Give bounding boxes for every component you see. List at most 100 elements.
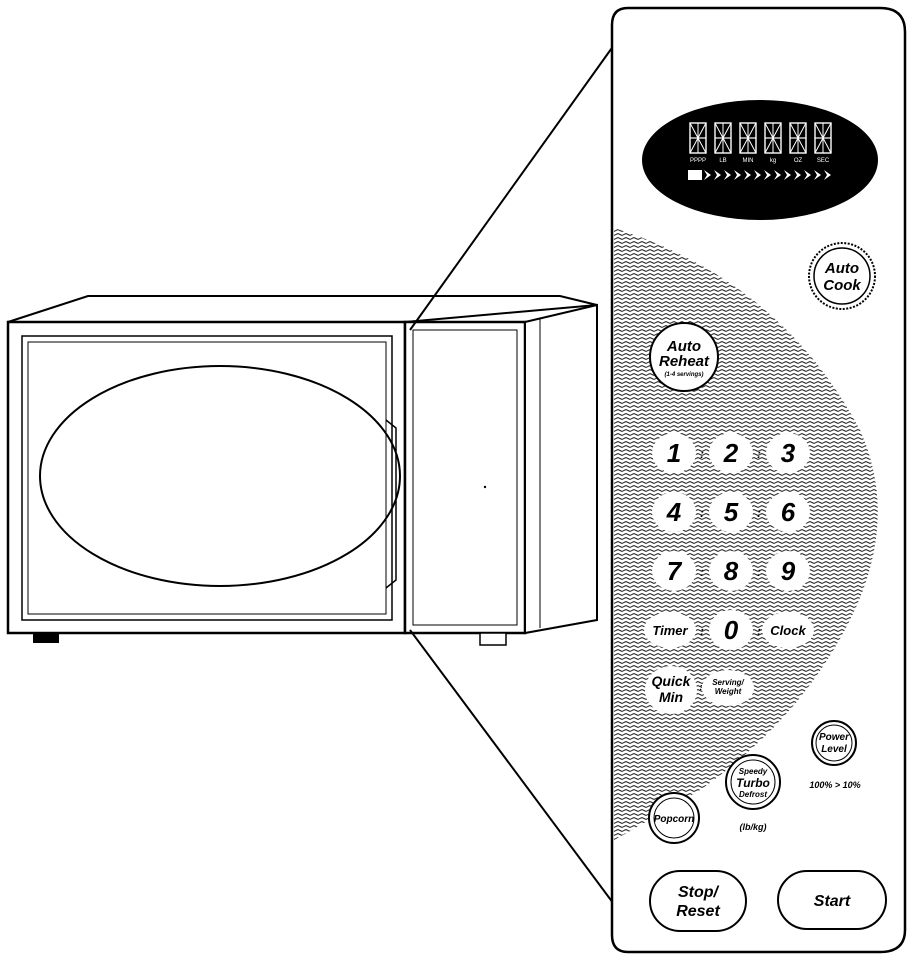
digit-4-button[interactable]: 4 — [652, 492, 696, 532]
digit-8-button[interactable]: 8 — [709, 551, 753, 591]
lcd-digit-cell — [764, 122, 782, 154]
digit-label: 3 — [781, 438, 796, 468]
auto-cook-button[interactable]: Auto Cook — [808, 242, 876, 310]
defrost-label: Turbo — [736, 776, 770, 790]
oven-front — [6, 320, 407, 635]
digit-3-button[interactable]: 3 — [766, 433, 810, 473]
digit-5-button[interactable]: 5 — [709, 492, 753, 532]
control-panel: PPPP LB MIN kg OZ SEC Auto Cook Auto Reheat (… — [610, 6, 907, 954]
lcd-digit-cell — [689, 122, 707, 154]
digit-label: 9 — [781, 556, 796, 586]
microwave-oven — [6, 295, 598, 646]
progress-arrow — [824, 170, 831, 180]
key-separator: : — [757, 447, 761, 461]
zoom-line — [409, 44, 615, 331]
timer-button[interactable]: Timer — [644, 612, 696, 648]
stop-reset-button[interactable]: Stop/ Reset — [649, 870, 747, 932]
auto-reheat-sublabel: (1-4 servings) — [664, 372, 703, 378]
progress-arrow — [724, 170, 731, 180]
defrost-label: Defrost — [739, 790, 767, 799]
clock-label: Clock — [770, 623, 806, 638]
lcd-digit-cell — [714, 122, 732, 154]
digit-label: 6 — [781, 497, 796, 527]
power-range-label: 100% > 10% — [809, 780, 860, 790]
key-separator: : — [757, 506, 761, 520]
serving-weight-label: Weight — [715, 687, 742, 696]
lcd-digit-cell — [814, 122, 832, 154]
auto-reheat-label: Auto — [666, 338, 701, 355]
power-level-label: Level — [821, 744, 847, 755]
digit-6-button[interactable]: 6 — [766, 492, 810, 532]
key-separator: : — [700, 447, 704, 461]
lcd-display: PPPP LB MIN kg OZ SEC — [642, 100, 878, 220]
progress-arrow — [734, 170, 741, 180]
oven-top — [7, 295, 598, 323]
power-level-button[interactable]: Power Level — [811, 720, 857, 766]
door-handle — [385, 419, 397, 589]
start-button[interactable]: Start — [777, 870, 887, 930]
oven-side — [524, 303, 598, 635]
oven-window — [39, 365, 401, 587]
key-separator: : — [757, 624, 761, 638]
display-digits — [689, 122, 832, 154]
digit-label: 0 — [724, 615, 739, 645]
key-separator: : — [757, 565, 761, 579]
display-progress-arrows — [688, 170, 831, 180]
auto-reheat-button[interactable]: Auto Reheat (1-4 servings) — [649, 322, 719, 392]
lcd-digit-cell — [739, 122, 757, 154]
progress-arrow — [814, 170, 821, 180]
quick-min-button[interactable]: Quick Min — [645, 666, 697, 714]
quick-min-label: Quick — [652, 673, 692, 689]
digit-label: 8 — [724, 556, 739, 586]
stop-reset-label: Stop/ — [678, 884, 720, 901]
digit-label: 7 — [667, 556, 683, 586]
display-unit-label: LB — [719, 158, 726, 164]
digit-label: 2 — [723, 438, 739, 468]
popcorn-button[interactable]: Popcorn — [648, 792, 700, 844]
digit-label: 4 — [666, 497, 682, 527]
clock-button[interactable]: Clock — [762, 612, 814, 648]
digit-label: 5 — [724, 497, 739, 527]
digit-1-button[interactable]: 1 — [652, 433, 696, 473]
popcorn-label: Popcorn — [654, 814, 695, 825]
display-unit-label: OZ — [794, 158, 803, 164]
defrost-button[interactable]: Speedy Turbo Defrost — [725, 754, 781, 810]
key-separator: : — [700, 506, 704, 520]
power-level-label: Power — [819, 732, 850, 743]
digit-9-button[interactable]: 9 — [766, 551, 810, 591]
progress-arrow — [744, 170, 751, 180]
display-unit-label: MIN — [743, 158, 754, 164]
defrost-label: Speedy — [739, 767, 768, 776]
key-separator: : — [700, 682, 703, 692]
display-unit-label: PPPP — [690, 158, 706, 164]
progress-arrow — [704, 170, 711, 180]
display-unit-label: kg — [770, 158, 776, 164]
progress-arrow — [774, 170, 781, 180]
start-label: Start — [814, 893, 851, 910]
progress-arrow — [784, 170, 791, 180]
lcd-digit-cell — [789, 122, 807, 154]
display-unit-labels: PPPP LB MIN kg OZ SEC — [690, 158, 830, 164]
digit-0-button[interactable]: 0 — [709, 610, 753, 650]
progress-arrow — [714, 170, 721, 180]
progress-arrow — [754, 170, 761, 180]
digit-7-button[interactable]: 7 — [652, 551, 696, 591]
serving-weight-button[interactable]: Serving/ Weight — [702, 670, 754, 706]
progress-arrow — [804, 170, 811, 180]
digit-2-button[interactable]: 2 — [709, 433, 753, 473]
display-unit-label: SEC — [817, 158, 830, 164]
progress-arrow — [764, 170, 771, 180]
key-separator: : — [700, 565, 704, 579]
quick-min-label: Min — [659, 689, 683, 705]
oven-foot — [33, 633, 59, 643]
key-separator: : — [700, 624, 704, 638]
auto-cook-label: Cook — [823, 277, 861, 294]
progress-arrow — [794, 170, 801, 180]
auto-cook-label: Auto — [824, 260, 859, 277]
oven-control-strip — [403, 320, 527, 635]
stop-reset-label: Reset — [676, 903, 720, 920]
auto-reheat-label: Reheat — [659, 353, 710, 370]
zoom-line — [409, 629, 623, 916]
timer-label: Timer — [652, 623, 688, 638]
